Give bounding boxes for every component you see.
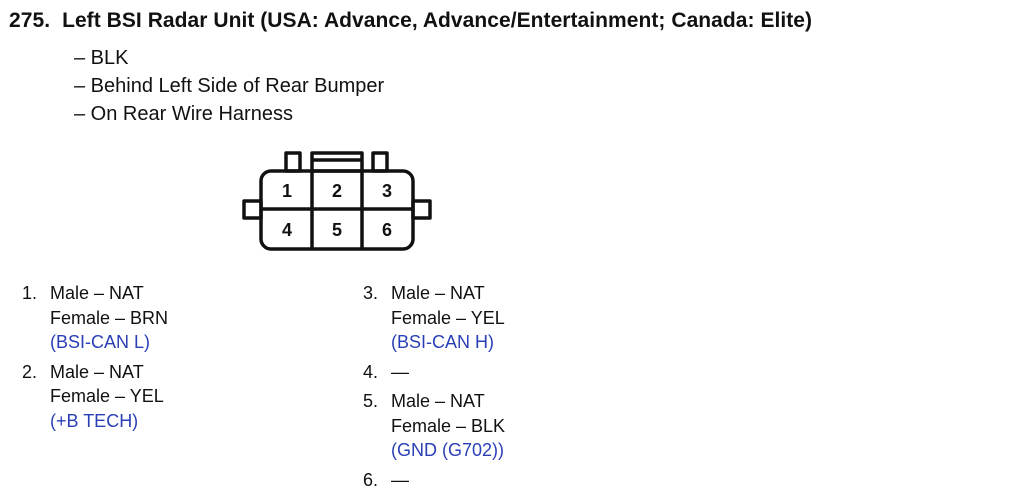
connector-lug-right [411,199,432,220]
pin-number: 3. [363,283,379,303]
pin-female: Female – YEL [50,386,164,406]
pin-entry: 4. — [363,360,505,385]
pin-number: 2. [22,361,38,382]
detail-harness: – On Rear Wire Harness [74,103,293,125]
pin-male: Male – NAT [391,391,485,411]
connector-tab-center [310,151,364,173]
pin-signal: (BSI-CAN H) [391,332,494,352]
terminal-1: 1 [282,181,292,201]
connector-tab-left [284,151,302,173]
page-title: 275. Left BSI Radar Unit (USA: Advance, A… [9,9,812,33]
pin-list-left: 1. Male – NAT Female – BRN (BSI-CAN L) 2… [22,281,168,438]
pin-signal: (GND (G702)) [391,440,505,460]
pin-number: 1. [22,283,38,303]
pin-male: — [391,361,409,382]
pin-female: Female – YEL [391,307,505,328]
pin-female: Female – BRN [50,307,169,328]
pin-entry: 2. Male – NAT Female – YEL (+B TECH) [22,360,168,434]
pin-number: 4. [363,361,379,382]
pin-signal: (BSI-CAN L) [50,332,151,352]
pin-entry: 1. Male – NAT Female – BRN (BSI-CAN L) [22,281,168,355]
pin-list-right: 3. Male – NAT Female – YEL (BSI-CAN H) 4… [363,281,505,497]
item-number: 275. [9,9,51,32]
pin-entry: 3. Male – NAT Female – YEL (BSI-CAN H) [363,281,505,355]
detail-color: – BLK [74,47,129,69]
pin-number: 5. [363,391,379,411]
terminal-4: 4 [282,220,292,240]
detail-location: – Behind Left Side of Rear Bumper [74,75,385,97]
terminal-5: 5 [332,220,342,240]
connector-tab-right [371,151,389,173]
pin-male: Male – NAT [391,283,485,303]
terminal-6: 6 [382,220,392,240]
component-details: – BLK – Behind Left Side of Rear Bumper … [74,44,384,128]
pin-male: Male – NAT [50,361,144,382]
pin-number: 6. [363,469,379,490]
connector-diagram: 1 2 3 4 5 6 [242,151,432,251]
pin-female: Female – BLK [391,415,506,436]
terminal-2: 2 [332,181,342,201]
pin-entry: 6. — [363,468,505,493]
pin-entry: 5. Male – NAT Female – BLK (GND (G702)) [363,389,505,463]
terminal-3: 3 [382,181,392,201]
connector-lug-left [242,199,263,220]
pin-male: Male – NAT [50,283,144,303]
pin-male: — [391,469,409,490]
pin-signal: (+B TECH) [50,410,139,431]
component-name: Left BSI Radar Unit (USA: Advance, Advan… [62,9,813,32]
